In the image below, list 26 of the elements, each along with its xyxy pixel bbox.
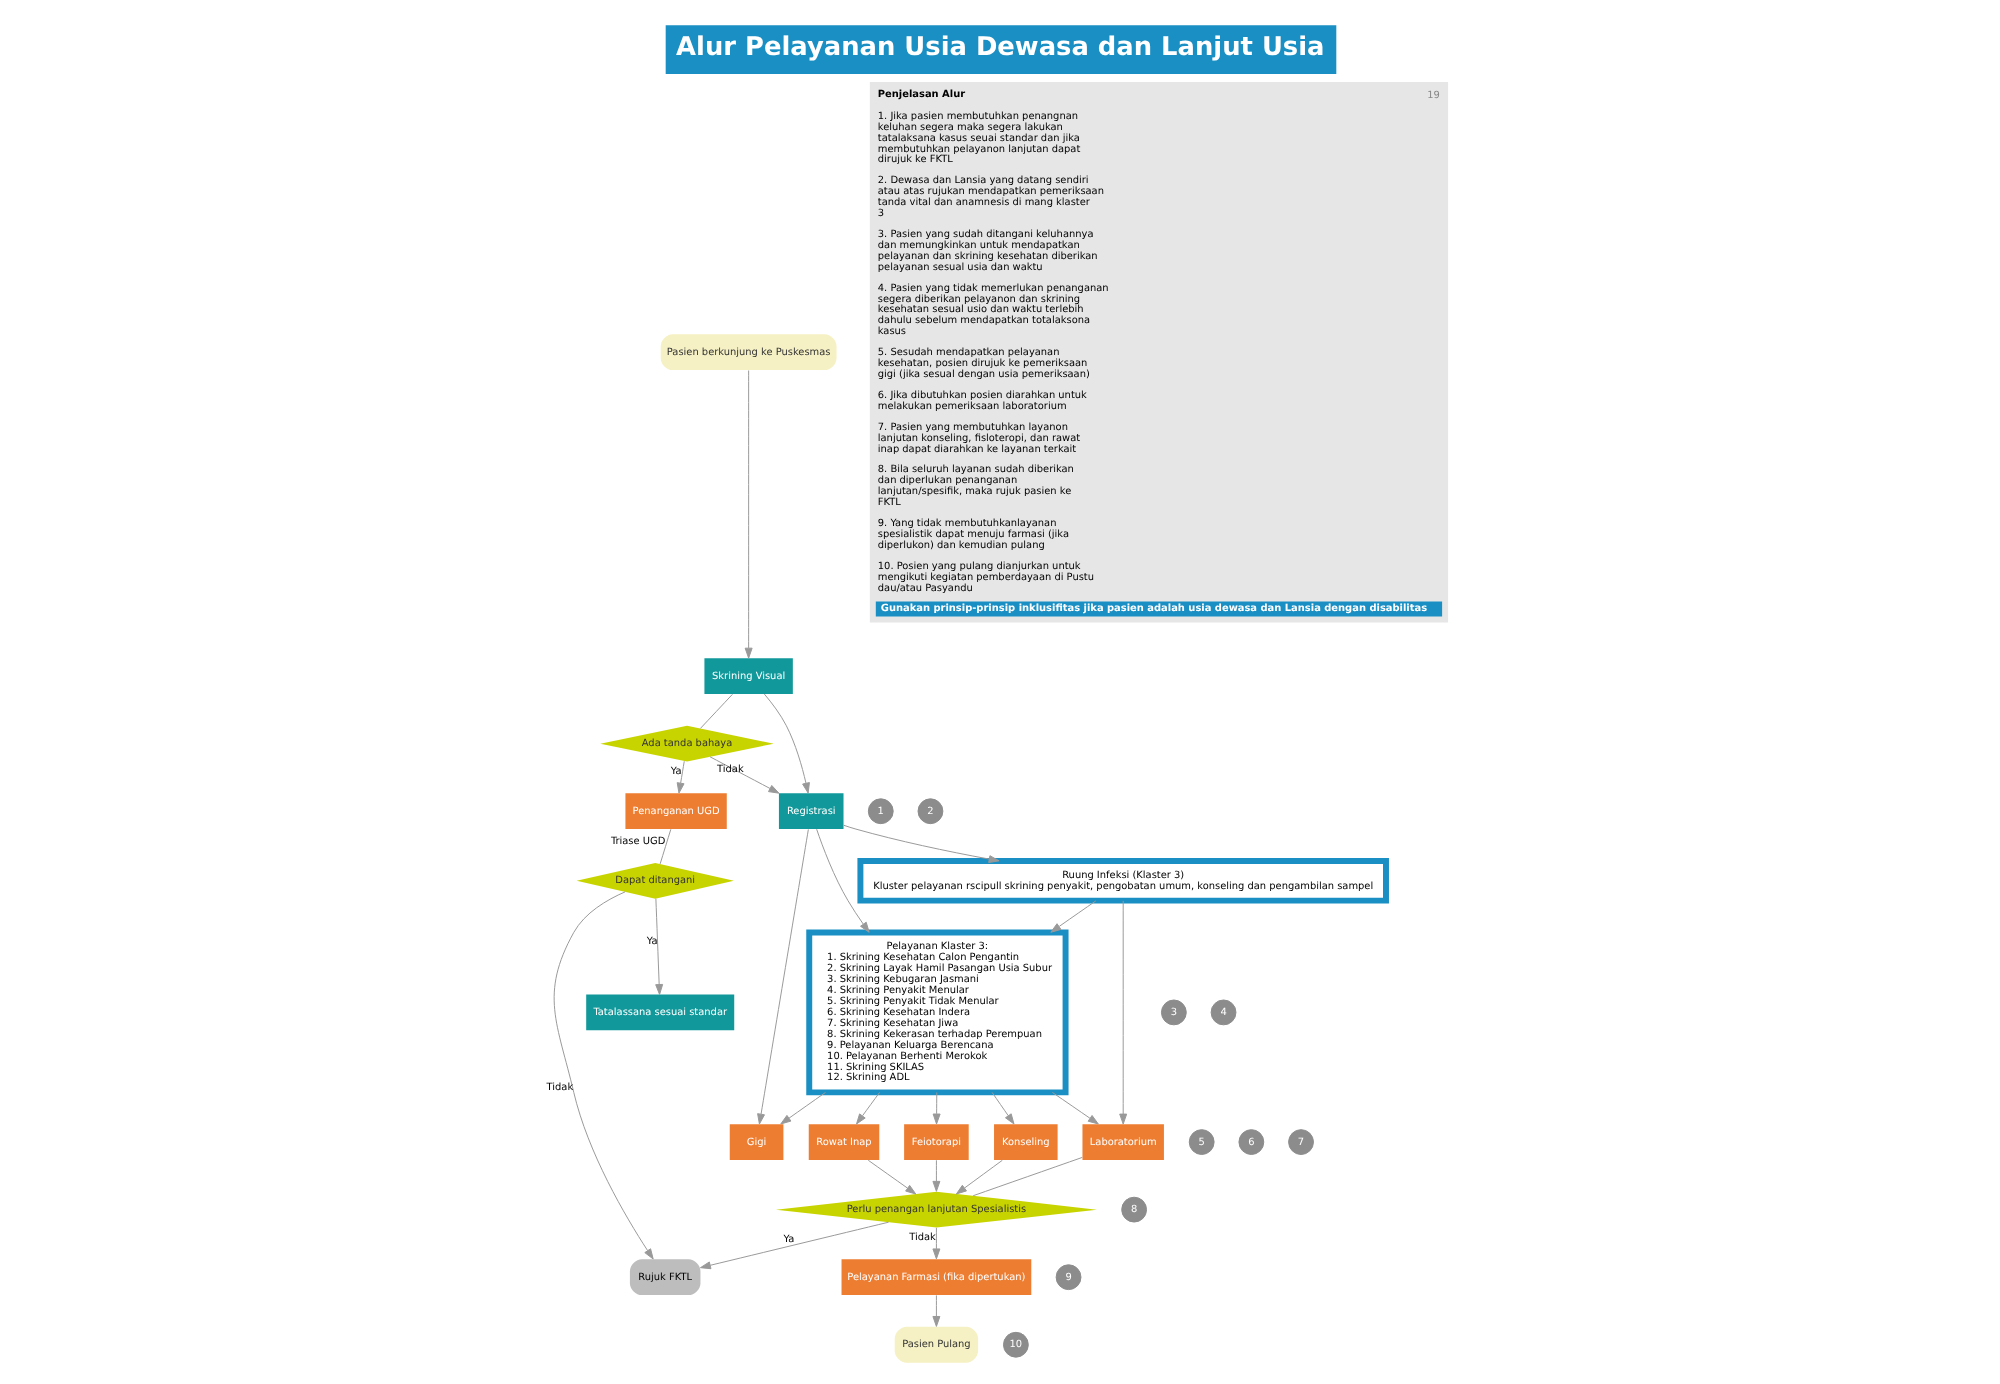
- arrow: [675, 760, 684, 794]
- arrow: [1118, 900, 1127, 1125]
- connector: [971, 1156, 1082, 1197]
- arrow: [931, 1159, 940, 1192]
- arrow: [1049, 900, 1096, 933]
- arrow: [990, 1091, 1014, 1125]
- arrow: [708, 756, 779, 794]
- diagram-title: Alur Pelayanan Usia Dewasa dan Lanjut Usia: [675, 33, 1324, 64]
- arrow: [815, 828, 869, 933]
- arrow: [779, 1091, 825, 1125]
- connector: [658, 828, 671, 865]
- arrow: [762, 693, 809, 794]
- arrow: [931, 1294, 940, 1327]
- arrow: [756, 828, 808, 1125]
- arrow: [954, 1159, 1002, 1195]
- arrow: [931, 1227, 940, 1260]
- arrow: [866, 1159, 916, 1195]
- arrow: [654, 898, 663, 995]
- arrow: [931, 1091, 940, 1125]
- arrow: [855, 1091, 880, 1125]
- arrow: [699, 1221, 889, 1270]
- arrow: [743, 370, 752, 659]
- arrow: [842, 824, 999, 863]
- connector: [698, 693, 732, 729]
- arrow: [1050, 1091, 1098, 1125]
- arrow: [552, 891, 653, 1260]
